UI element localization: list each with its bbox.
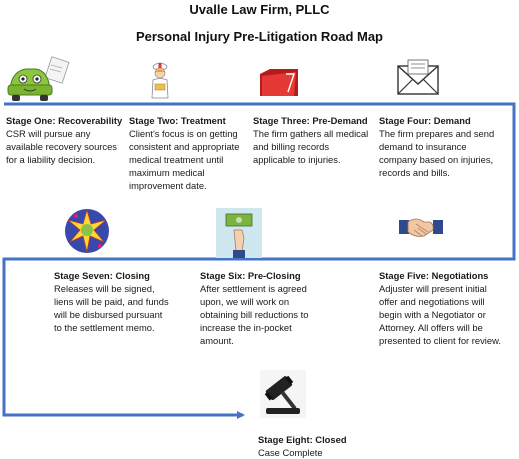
stage-six: Stage Six: Pre-Closing After settlement …	[200, 269, 324, 347]
stage-description: CSR will pursue any available recovery s…	[6, 128, 117, 165]
folder-icon	[260, 69, 298, 96]
stage-four: Stage Four: Demand The firm prepares and…	[379, 114, 507, 179]
stage-title: Stage Two: Treatment	[129, 115, 226, 126]
stage-two: Stage Two: Treatment Client's focus is o…	[129, 114, 249, 192]
stage-title: Stage Five: Negotiations	[379, 270, 489, 281]
stage-title: Stage Six: Pre-Closing	[200, 270, 301, 281]
stage-title: Stage Seven: Closing	[54, 270, 150, 281]
money-hand-icon	[216, 208, 262, 258]
car-icon	[7, 56, 70, 101]
handshake-icon	[399, 218, 443, 237]
stage-description: After settlement is agreed upon, we will…	[200, 283, 309, 346]
stage-description: The firm gathers all medical and billing…	[253, 128, 369, 165]
stage-eight: Stage Eight: Closed Case Complete	[258, 433, 378, 459]
firm-name: Uvalle Law Firm, PLLC	[189, 2, 330, 17]
nurse-icon	[151, 62, 169, 99]
stage-description: Case Complete	[258, 447, 323, 458]
gavel-icon	[260, 370, 306, 418]
stage-description: Releases will be signed, liens will be p…	[54, 283, 169, 333]
page-title: Personal Injury Pre-Litigation Road Map	[135, 29, 384, 44]
stage-seven: Stage Seven: Closing Releases will be si…	[54, 269, 172, 334]
stage-title: Stage Three: Pre-Demand	[253, 115, 368, 126]
stage-title: Stage One: Recoverability	[6, 115, 123, 126]
stage-description: Adjuster will present initial offer and …	[379, 283, 501, 346]
envelope-icon	[397, 59, 439, 95]
stage-three: Stage Three: Pre-Demand The firm gathers…	[253, 114, 373, 166]
stage-title: Stage Eight: Closed	[258, 434, 347, 445]
celebration-icon	[65, 208, 109, 253]
stage-five: Stage Five: Negotiations Adjuster will p…	[379, 269, 503, 347]
stage-title: Stage Four: Demand	[379, 115, 471, 126]
stage-description: The firm prepares and send demand to ins…	[379, 128, 495, 178]
stage-one: Stage One: Recoverability CSR will pursu…	[6, 114, 124, 166]
stage-description: Client's focus is on getting consistent …	[129, 128, 240, 191]
